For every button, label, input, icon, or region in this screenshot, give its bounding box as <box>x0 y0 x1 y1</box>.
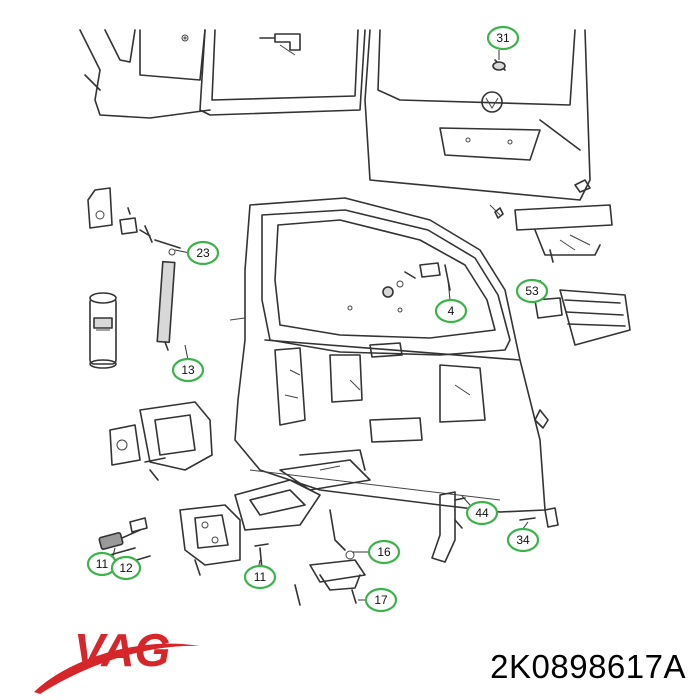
tailgate-inner-frame <box>229 197 549 513</box>
callout-17: 17 <box>364 587 398 613</box>
callout-34: 34 <box>506 527 540 553</box>
callout-12-label: 12 <box>119 561 133 575</box>
callout-23-label: 23 <box>196 246 210 260</box>
callout-44: 44 <box>465 500 499 526</box>
callout-31-label: 31 <box>496 31 510 45</box>
callout-17-label: 17 <box>374 593 388 607</box>
logo-swoosh <box>34 643 200 694</box>
callout-13: 13 <box>171 357 205 383</box>
callout-53: 53 <box>515 278 549 304</box>
callout-13-label: 13 <box>181 363 195 377</box>
lock-mechanism-left <box>109 401 213 481</box>
callout-11-center: 11 <box>243 564 277 590</box>
spray-can <box>89 292 117 369</box>
lock-mechanism-center <box>179 449 371 576</box>
callout-12: 12 <box>110 555 142 581</box>
van-rear-body <box>79 29 366 119</box>
callout-34-label: 34 <box>516 533 530 547</box>
callout-31: 31 <box>486 25 520 51</box>
cable-and-bracket-right <box>431 491 559 563</box>
handle-assembly-bottom <box>294 509 366 606</box>
callout-53-label: 53 <box>525 284 539 298</box>
tailgate-outer-panel <box>364 29 613 263</box>
gas-strut-assembly <box>87 187 181 351</box>
callout-23: 23 <box>186 240 220 266</box>
logo-text: VAG <box>74 624 170 676</box>
callout-11-left-label: 11 <box>96 557 109 571</box>
callout-4: 4 <box>434 298 468 324</box>
callout-44-label: 44 <box>475 506 489 520</box>
callout-4-label: 4 <box>448 304 455 318</box>
licence-plate-holder <box>534 289 631 346</box>
part-number: 2K0898617A <box>490 648 686 685</box>
callout-16: 16 <box>367 539 401 565</box>
vag-logo: VAG <box>34 624 200 694</box>
callout-16-label: 16 <box>377 545 391 559</box>
callout-11-center-label: 11 <box>254 570 267 584</box>
